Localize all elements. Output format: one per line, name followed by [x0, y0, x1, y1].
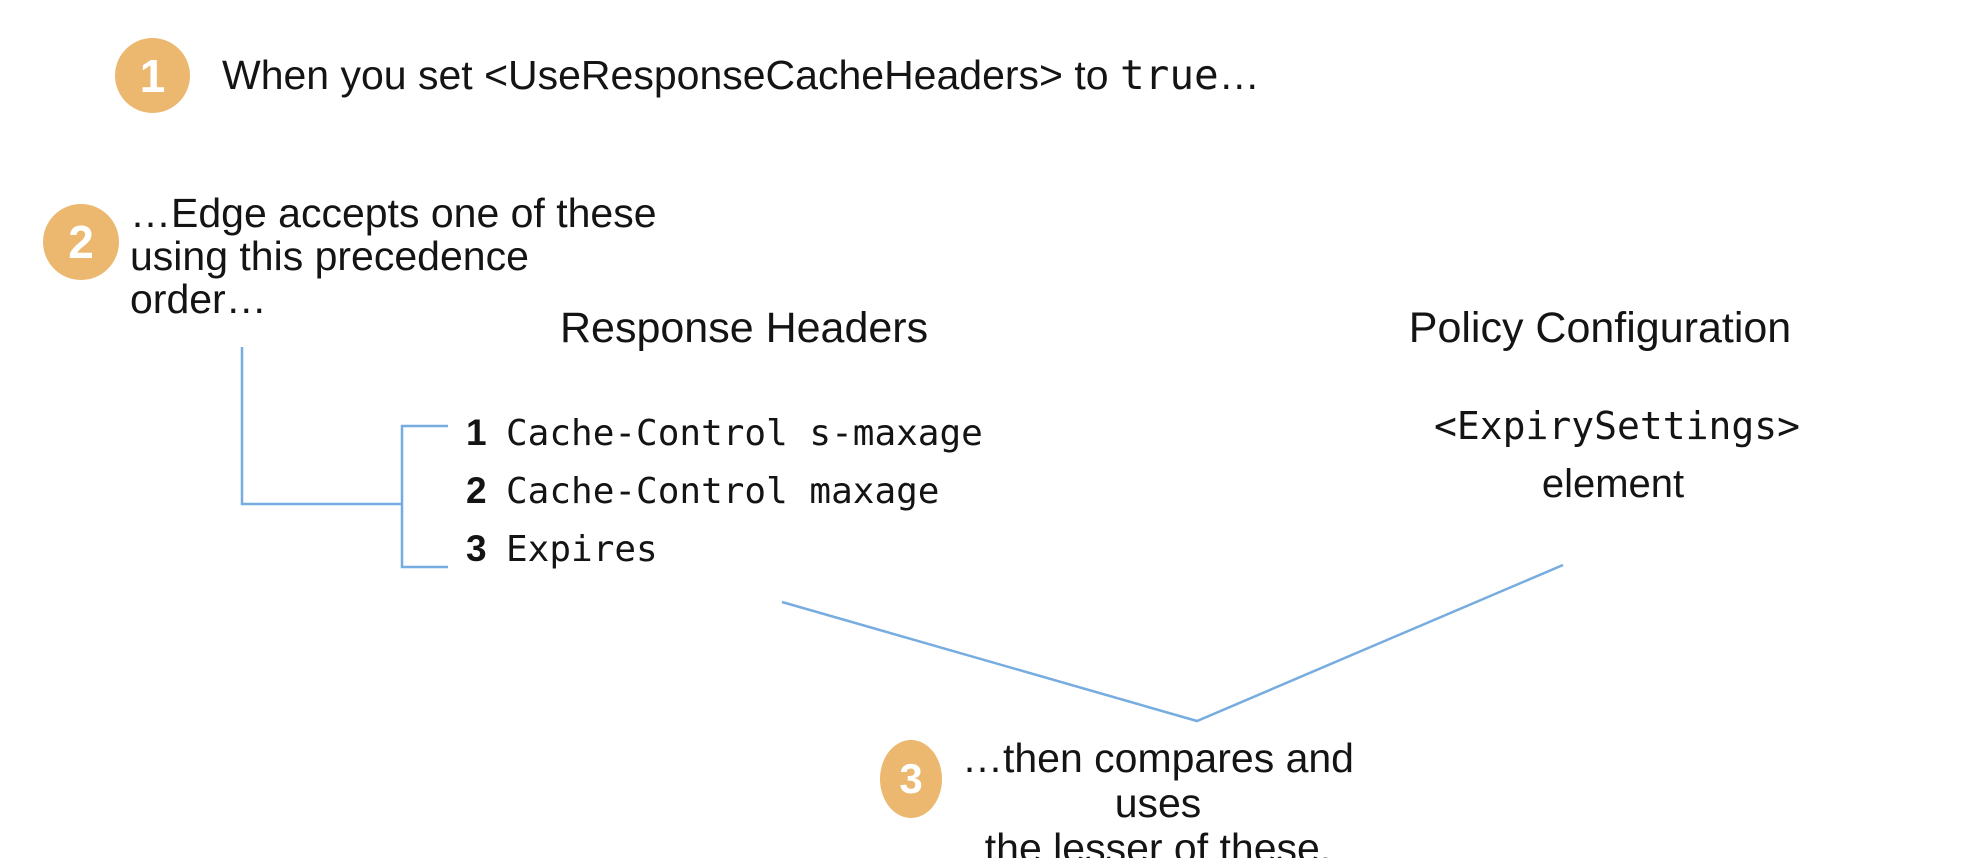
- step-3-line-2: the lesser of these.: [984, 825, 1332, 858]
- step-2-badge: 2: [43, 204, 119, 280]
- step-2-number: 2: [68, 216, 94, 268]
- precedence-rank-1: 1: [466, 412, 487, 453]
- precedence-list: 1 Cache-Control s-maxage 2 Cache-Control…: [466, 410, 983, 584]
- step-3-line-1: …then compares and uses: [961, 735, 1354, 826]
- expiry-settings-code: <ExpirySettings>: [1433, 404, 1801, 448]
- step-3-text: …then compares and uses the lesser of th…: [958, 736, 1358, 858]
- step-1-text-before: When you set <UseResponseCacheHeaders> t…: [222, 52, 1120, 98]
- precedence-rank-2: 2: [466, 470, 487, 511]
- response-headers-title: Response Headers: [560, 304, 929, 352]
- header-expires: Expires: [506, 529, 658, 570]
- step-1-text-after: …: [1218, 52, 1260, 98]
- step-2-line-2: using this precedence: [130, 233, 529, 279]
- list-item: 2 Cache-Control maxage: [466, 468, 983, 526]
- header-cache-control-maxage: Cache-Control maxage: [506, 471, 940, 512]
- list-item: 1 Cache-Control s-maxage: [466, 410, 983, 468]
- precedence-rank-3: 3: [466, 528, 487, 569]
- policy-configuration-title: Policy Configuration: [1408, 304, 1792, 352]
- compare-v-connector: [781, 563, 1564, 723]
- step-2-text: …Edge accepts one of these using this pr…: [130, 192, 657, 321]
- step-2-line-3: order…: [130, 276, 267, 322]
- step-1-number: 1: [139, 49, 166, 102]
- step-3-number: 3: [899, 755, 923, 802]
- precedence-feed-connector: [240, 347, 402, 506]
- precedence-bracket: [400, 424, 448, 569]
- step-1-code-true: true: [1119, 51, 1219, 99]
- step-1-text: When you set <UseResponseCacheHeaders> t…: [222, 51, 1260, 99]
- step-3-badge: 3: [880, 740, 942, 818]
- step-2-line-1: …Edge accepts one of these: [130, 190, 657, 236]
- header-cache-control-s-maxage: Cache-Control s-maxage: [506, 413, 983, 454]
- list-item: 3 Expires: [466, 526, 983, 584]
- element-caption: element: [1541, 462, 1685, 506]
- step-1-badge: 1: [115, 38, 190, 113]
